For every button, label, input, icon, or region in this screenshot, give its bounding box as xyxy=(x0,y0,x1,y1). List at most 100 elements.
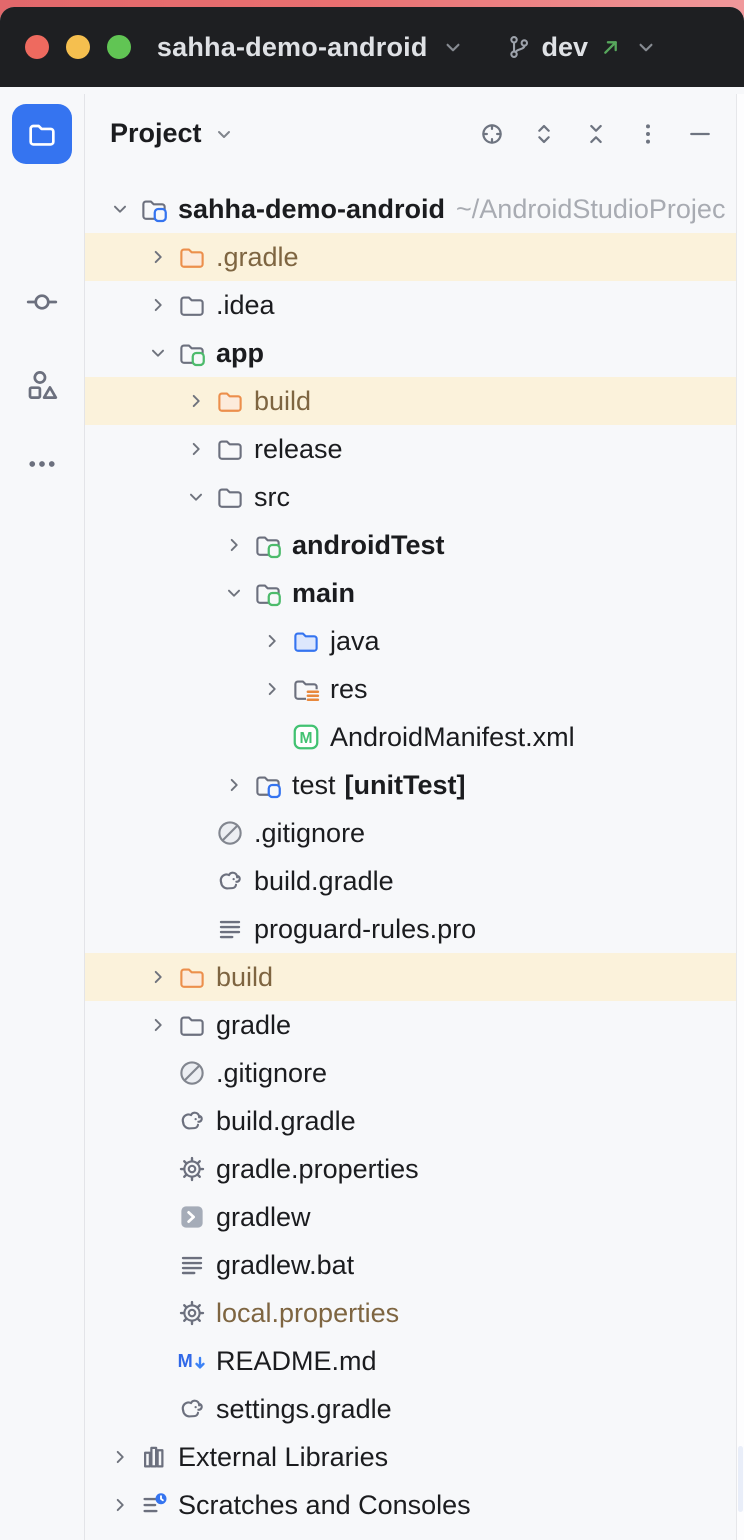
chevron-right-icon[interactable] xyxy=(139,1014,177,1036)
tree-row-settings-gradle[interactable]: settings.gradle xyxy=(85,1385,736,1433)
tree-row-gradlew[interactable]: gradlew xyxy=(85,1193,736,1241)
fullscreen-window-button[interactable] xyxy=(107,35,131,59)
options-kebab-button[interactable] xyxy=(634,120,662,148)
tree-row-build[interactable]: build xyxy=(85,953,736,1001)
chevron-right-icon[interactable] xyxy=(139,294,177,316)
chevron-down-icon[interactable] xyxy=(177,486,215,508)
chevron-right-icon[interactable] xyxy=(253,678,291,700)
sidebar-item-commit[interactable] xyxy=(24,284,60,320)
indent-spacer xyxy=(85,1385,123,1433)
tree-row-external-libraries[interactable]: External Libraries xyxy=(85,1433,736,1481)
tree-item-label: gradle xyxy=(216,1009,292,1040)
tree-row-scratches-and-consoles[interactable]: Scratches and Consoles xyxy=(85,1481,736,1529)
expand-all-button[interactable] xyxy=(530,120,558,148)
tree-row-build[interactable]: build xyxy=(85,377,736,425)
tree-row-sahha-demo-android[interactable]: sahha-demo-android~/AndroidStudioProjec xyxy=(85,185,736,233)
more-tool-windows-icon[interactable] xyxy=(24,446,60,482)
project-panel: Project xyxy=(85,94,736,1540)
indent-spacer xyxy=(85,1193,123,1241)
tree-row-gitignore[interactable]: .gitignore xyxy=(85,1049,736,1097)
indent-spacer xyxy=(85,569,199,617)
tree-item-label: .idea xyxy=(216,289,275,320)
tree-item-label: release xyxy=(254,433,343,464)
tree-row-gradlew-bat[interactable]: gradlew.bat xyxy=(85,1241,736,1289)
svg-text:M: M xyxy=(299,730,312,747)
indent-spacer xyxy=(85,905,161,953)
tree-row-main[interactable]: main xyxy=(85,569,736,617)
chevron-right-icon[interactable] xyxy=(177,390,215,412)
titlebar-center: sahha-demo-android dev xyxy=(36,7,744,87)
indent-spacer xyxy=(85,1241,123,1289)
tree-item-label: External Libraries xyxy=(178,1441,389,1472)
chevron-down-icon[interactable] xyxy=(215,582,253,604)
tree-row-res[interactable]: res xyxy=(85,665,736,713)
textfile-icon xyxy=(215,914,245,944)
sidebar-item-project[interactable] xyxy=(12,104,72,164)
chevron-right-icon[interactable] xyxy=(101,1494,139,1516)
folder-badge-green-icon xyxy=(177,338,207,368)
project-tree: sahha-demo-android~/AndroidStudioProjec.… xyxy=(85,173,736,1529)
tree-row-local-properties[interactable]: local.properties xyxy=(85,1289,736,1337)
tree-item-label: res xyxy=(330,673,368,704)
indent-spacer xyxy=(85,329,123,377)
tree-row-test[interactable]: test[unitTest] xyxy=(85,761,736,809)
tree-row-java[interactable]: java xyxy=(85,617,736,665)
git-branch-icon xyxy=(504,33,532,61)
tree-row-gitignore[interactable]: .gitignore xyxy=(85,809,736,857)
chevron-down-icon[interactable] xyxy=(139,342,177,364)
markdown-icon: M xyxy=(177,1346,207,1376)
shell-icon xyxy=(177,1202,207,1232)
tree-row-androidtest[interactable]: androidTest xyxy=(85,521,736,569)
chevron-right-icon[interactable] xyxy=(177,438,215,460)
minimize-window-button[interactable] xyxy=(66,35,90,59)
panel-right-edge xyxy=(736,94,744,1540)
chevron-down-icon[interactable] xyxy=(440,34,466,60)
folder-badge-blue-icon xyxy=(253,770,283,800)
chevron-right-icon[interactable] xyxy=(139,246,177,268)
close-window-button[interactable] xyxy=(25,35,49,59)
indent-spacer xyxy=(85,1097,123,1145)
sidebar-item-structure[interactable] xyxy=(24,367,60,403)
collapse-all-button[interactable] xyxy=(582,120,610,148)
tree-row-gradle[interactable]: .gradle xyxy=(85,233,736,281)
main-area: Project xyxy=(0,94,744,1540)
folder-orange-icon xyxy=(177,962,207,992)
tree-item-label: local.properties xyxy=(216,1297,400,1328)
tree-item-label: androidTest xyxy=(292,529,445,560)
indent-spacer xyxy=(85,377,161,425)
tree-item-label: sahha-demo-android xyxy=(178,193,446,224)
chevron-down-icon[interactable] xyxy=(212,122,236,146)
tree-item-label: .gitignore xyxy=(254,817,366,848)
svg-text:M: M xyxy=(178,1351,193,1371)
locate-file-button[interactable] xyxy=(478,120,506,148)
chevron-right-icon[interactable] xyxy=(253,630,291,652)
vcs-widget[interactable]: dev xyxy=(504,32,660,63)
tree-row-src[interactable]: src xyxy=(85,473,736,521)
hide-panel-button[interactable] xyxy=(686,120,714,148)
indent-spacer xyxy=(85,1001,123,1049)
tree-row-release[interactable]: release xyxy=(85,425,736,473)
tree-row-build-gradle[interactable]: build.gradle xyxy=(85,857,736,905)
tree-item-label: build.gradle xyxy=(216,1105,356,1136)
chevron-right-icon[interactable] xyxy=(101,1446,139,1468)
chevron-right-icon[interactable] xyxy=(215,534,253,556)
chevron-down-icon[interactable] xyxy=(101,198,139,220)
chevron-right-icon[interactable] xyxy=(139,966,177,988)
tree-row-proguard-rules-pro[interactable]: proguard-rules.pro xyxy=(85,905,736,953)
tree-row-idea[interactable]: .idea xyxy=(85,281,736,329)
window-titlebar: sahha-demo-android dev xyxy=(0,7,744,87)
textfile-icon xyxy=(177,1250,207,1280)
scrollbar-thumb[interactable] xyxy=(738,1446,743,1512)
tree-row-gradle-properties[interactable]: gradle.properties xyxy=(85,1145,736,1193)
tree-item-label: .gitignore xyxy=(216,1057,328,1088)
ignored-icon xyxy=(215,818,245,848)
tree-row-app[interactable]: app xyxy=(85,329,736,377)
tree-row-gradle[interactable]: gradle xyxy=(85,1001,736,1049)
chevron-right-icon[interactable] xyxy=(215,774,253,796)
indent-spacer xyxy=(85,809,161,857)
chevron-down-icon[interactable] xyxy=(633,34,659,60)
gear-icon xyxy=(177,1298,207,1328)
tree-row-build-gradle[interactable]: build.gradle xyxy=(85,1097,736,1145)
